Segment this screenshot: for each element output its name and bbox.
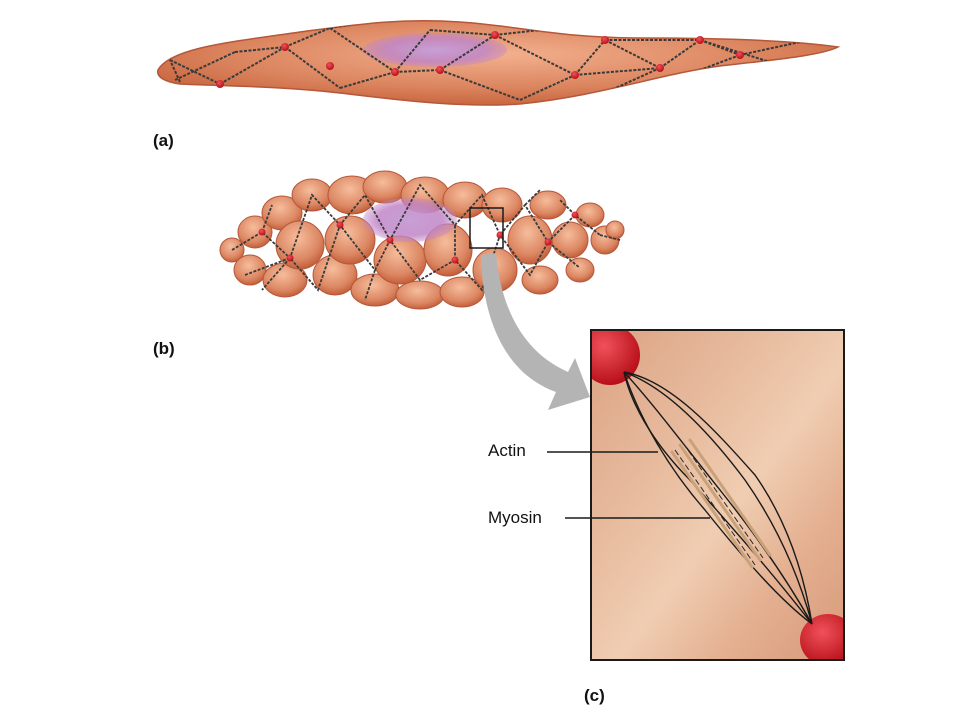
detail-background: [591, 330, 844, 660]
actin-filaments: [623, 371, 813, 625]
curved-arrow-icon: [481, 253, 590, 410]
myosin-heads: [674, 442, 764, 566]
myosin-label: Myosin: [488, 508, 542, 527]
panel-label-b: (b): [153, 339, 175, 358]
relaxed-cell-body: [157, 19, 841, 106]
dense-body-top-left: [591, 330, 640, 385]
relaxed-cell: [157, 19, 841, 106]
myosin-filaments: [670, 438, 772, 569]
panel-label-c: (c): [584, 686, 605, 705]
detail-magnification: [590, 329, 845, 661]
detail-frame: [590, 329, 845, 661]
relaxed-cell-nucleus: [363, 33, 507, 67]
contracted-cell-dense-bodies: [258, 211, 579, 264]
dense-body-bottom-right: [800, 614, 844, 660]
zoom-box: [469, 207, 504, 249]
contracted-cell-filament-network: [231, 183, 621, 301]
contracted-cell: [219, 170, 625, 310]
relaxed-cell-dense-bodies: [216, 31, 744, 88]
contracted-cell-lobes: [219, 170, 625, 310]
contracted-cell-nucleus: [363, 198, 457, 242]
panel-label-a: (a): [153, 131, 174, 150]
actin-label: Actin: [488, 441, 526, 460]
